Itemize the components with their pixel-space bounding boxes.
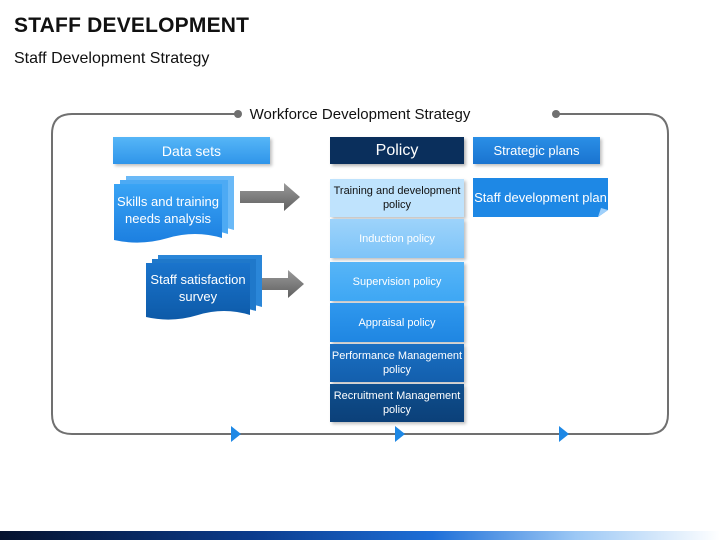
policy-recruitment: Recruitment Management policy xyxy=(330,384,464,422)
policy-performance: Performance Management policy xyxy=(330,344,464,382)
policy-training: Training and development policy xyxy=(330,179,464,217)
column-header-policy: Policy xyxy=(330,137,464,164)
column-header-data-sets: Data sets xyxy=(113,137,270,164)
plan-staff-development-label: Staff development plan xyxy=(474,189,607,205)
arrow-skills-to-policy xyxy=(240,183,300,211)
frame-outline xyxy=(51,113,669,435)
frame-right-dot xyxy=(552,110,560,118)
policy-appraisal: Appraisal policy xyxy=(330,303,464,342)
policy-supervision: Supervision policy xyxy=(330,262,464,301)
arrow-survey-to-policy xyxy=(262,270,304,298)
footer-gradient-bar xyxy=(0,531,720,540)
column-header-strategic-plans: Strategic plans xyxy=(473,137,600,164)
policy-induction: Induction policy xyxy=(330,219,464,258)
data-item-skills-label: Skills and training needs analysis xyxy=(117,194,219,226)
page-subtitle: Staff Development Strategy xyxy=(14,50,210,67)
bottom-arrow-1 xyxy=(231,426,241,442)
frame-left-dot xyxy=(234,110,242,118)
bottom-arrow-3 xyxy=(559,426,569,442)
document-stack-skills xyxy=(114,176,234,243)
frame-title: Workforce Development Strategy xyxy=(249,106,471,123)
page-title: STAFF DEVELOPMENT xyxy=(14,14,250,37)
plan-card xyxy=(473,178,608,217)
document-stack-survey xyxy=(146,255,262,320)
bottom-arrow-2 xyxy=(395,426,405,442)
data-item-survey-label: Staff satisfaction survey xyxy=(150,272,246,304)
